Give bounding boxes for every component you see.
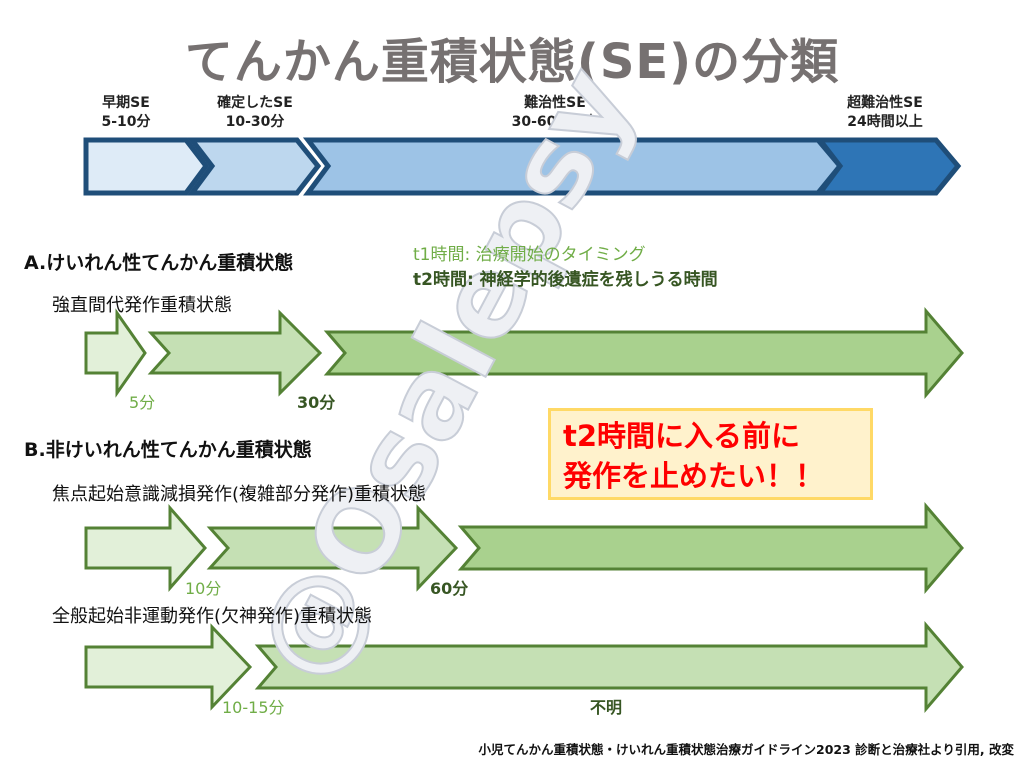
stage-label-refractory: 難治性SE 30-60分以上: [480, 94, 630, 132]
timeline-arrow: [84, 623, 253, 711]
stage-name: 早期SE: [102, 95, 150, 111]
t2-label: 30分: [297, 393, 336, 412]
stage-label-super-refractory: 超難治性SE 24時間以上: [820, 94, 950, 132]
stage-chevron: [83, 137, 210, 196]
callout-line-1: t2時間に入る前に: [563, 419, 801, 453]
stage-label-established: 確定したSE 10-30分: [200, 94, 310, 132]
stage-name: 超難治性SE: [847, 95, 923, 111]
row-label: 焦点起始意識減損発作(複雑部分発作)重積状態: [52, 484, 427, 505]
timeline-arrow: [147, 309, 323, 397]
stage-time: 24時間以上: [847, 114, 923, 130]
section-b-heading: B.非けいれん性てんかん重積状態: [24, 439, 312, 461]
t1-label: 5分: [129, 393, 156, 412]
stage-time: 10-30分: [225, 114, 285, 130]
stage-chevron: [814, 137, 962, 196]
t2-label: 不明: [590, 698, 623, 717]
section-a-heading: A.けいれん性てんかん重積状態: [24, 252, 294, 274]
timeline-arrow: [84, 504, 207, 592]
t2-label: 60分: [430, 579, 469, 598]
stage-name: 難治性SE: [524, 95, 586, 111]
stage-label-early: 早期SE 5-10分: [86, 94, 166, 132]
stage-time: 30-60分以上: [511, 114, 599, 130]
row-label: 全般起始非運動発作(欠神発作)重積状態: [52, 606, 373, 627]
callout-box: t2時間に入る前に 発作を止めたい！！: [548, 408, 873, 500]
legend-t1: t1時間: 治療開始のタイミング: [413, 245, 646, 265]
page-title: てんかん重積状態(SE)の分類: [184, 34, 840, 90]
t1-label: 10分: [185, 579, 222, 598]
t1-label: 10-15分: [222, 698, 285, 717]
timeline-arrow: [84, 308, 147, 398]
callout-line-2: 発作を止めたい！！: [563, 459, 825, 493]
stage-time: 5-10分: [101, 114, 151, 130]
timeline-arrow: [206, 504, 459, 592]
stage-chevron: [186, 137, 322, 196]
legend-t2: t2時間: 神経学的後遺症を残しうる時間: [413, 270, 718, 290]
timeline-arrow: [254, 620, 964, 714]
citation: 小児てんかん重積状態・けいれん重積状態治療ガイドライン2023 診断と治療社より…: [478, 742, 1015, 757]
stage-name: 確定したSE: [217, 95, 293, 111]
timeline-arrow: [323, 306, 964, 400]
timeline-arrow: [457, 501, 964, 595]
row-label: 強直間代発作重積状態: [52, 295, 232, 316]
